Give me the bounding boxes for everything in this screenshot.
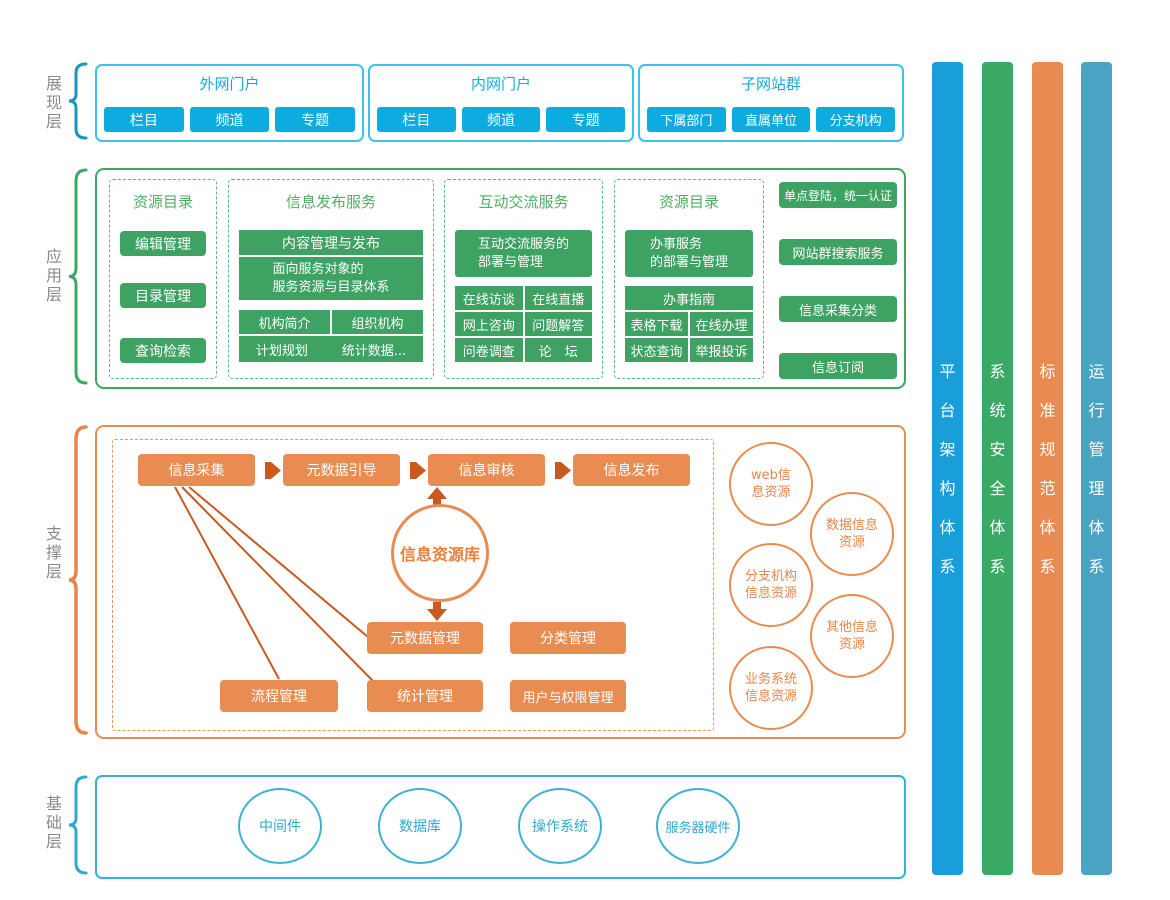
portal-item: 专题 — [546, 107, 626, 132]
grid-cell: 计划规划 — [255, 343, 308, 359]
pillar-label: 系统安全体系 — [989, 361, 1006, 576]
resource-circle: 其他信息 资源 — [810, 594, 894, 678]
app-item: 查询检索 — [120, 338, 206, 363]
grid-cell: 在线办理 — [690, 312, 753, 336]
portal-external: 外网门户 栏目 频道 专题 — [95, 64, 364, 142]
app-service: 单点登陆，统一认证 — [779, 182, 897, 208]
resource-circle: web信 息资源 — [729, 442, 813, 526]
pillar-system-security: 系统安全体系 — [982, 62, 1013, 875]
app-item: 编辑管理 — [120, 231, 206, 256]
portal-item: 专题 — [275, 107, 356, 132]
grid-cell: 问题解答 — [524, 312, 592, 336]
app-service: 网站群搜索服务 — [779, 239, 897, 265]
grid-cell: 统计数据... — [341, 343, 407, 359]
support-dashed-area — [112, 439, 714, 731]
mgmt-box: 统计管理 — [367, 680, 483, 712]
group-interact-service: 互动交流服务 互动交流服务的 部署与管理 在线访谈 在线直播 网上咨询 问题解答… — [444, 179, 603, 379]
flow-step: 信息发布 — [573, 454, 690, 486]
grid-header: 办事指南 — [625, 286, 753, 310]
affairs-grid: 办事指南 表格下载 在线办理 状态查询 举报投诉 — [625, 286, 753, 362]
pillar-label: 标准规范体系 — [1039, 361, 1056, 576]
app-service: 信息订阅 — [779, 353, 897, 379]
group-affairs-catalog: 资源目录 办事服务 的部署与管理 办事指南 表格下载 在线办理 状态查询 举报投… — [614, 179, 764, 379]
grid-row: 计划规划 统计数据... — [239, 336, 423, 362]
group-publish-service: 信息发布服务 内容管理与发布 面向服务对象的 服务资源与目录体系 机构简介 组织… — [228, 179, 434, 379]
mgmt-box: 流程管理 — [220, 680, 338, 712]
publish-row: 内容管理与发布 — [239, 230, 423, 255]
portal-item: 栏目 — [104, 107, 184, 132]
group-title: 互动交流服务 — [478, 193, 569, 211]
portal-title: 子网站群 — [740, 75, 801, 93]
publish-block: 内容管理与发布 面向服务对象的 服务资源与目录体系 — [239, 230, 423, 300]
grid-cell: 论 坛 — [524, 338, 592, 362]
flow-step: 信息审核 — [428, 454, 545, 486]
grid-cell: 在线访谈 — [455, 286, 523, 310]
pillar-platform-architecture: 平台架构体系 — [932, 62, 963, 875]
portal-item: 频道 — [189, 107, 270, 132]
foundation-circle: 数据库 — [378, 788, 462, 864]
portal-item: 栏目 — [377, 107, 456, 132]
pillar-operations: 运行管理体系 — [1081, 62, 1112, 875]
foundation-layer-box: 中间件 数据库 操作系统 服务器硬件 — [95, 775, 906, 879]
portal-item: 直属单位 — [731, 107, 811, 132]
group-title: 信息发布服务 — [285, 193, 376, 211]
grid-cell: 在线直播 — [524, 286, 592, 310]
grid-cell: 状态查询 — [625, 338, 688, 362]
support-connectors — [174, 462, 571, 682]
group-resource-catalog: 资源目录 编辑管理 目录管理 查询检索 — [109, 179, 217, 379]
foundation-circle: 中间件 — [238, 788, 322, 864]
brace-foundation — [68, 775, 88, 875]
publish-row: 面向服务对象的 服务资源与目录体系 — [239, 257, 423, 300]
publish-grid: 机构简介 组织机构 计划规划 统计数据... — [239, 310, 423, 362]
layer-label-application: 应用层 — [45, 247, 62, 304]
app-item: 目录管理 — [120, 283, 206, 308]
layer-label-foundation: 基础层 — [45, 794, 62, 851]
interact-block: 互动交流服务的 部署与管理 — [455, 230, 592, 277]
portal-buttons: 栏目 频道 专题 — [377, 107, 626, 132]
resource-circle: 数据信息 资源 — [810, 492, 894, 576]
brace-application — [68, 168, 88, 385]
portal-item: 分支机构 — [816, 107, 896, 132]
layer-label-support: 支撑层 — [45, 524, 62, 581]
layer-label-presentation: 展现层 — [45, 74, 62, 131]
interact-grid: 在线访谈 在线直播 网上咨询 问题解答 问卷调查 论 坛 — [455, 286, 592, 362]
pillar-label: 运行管理体系 — [1088, 361, 1105, 576]
affairs-block: 办事服务 的部署与管理 — [625, 230, 753, 277]
mgmt-box: 元数据管理 — [367, 622, 483, 654]
brace-presentation — [68, 62, 88, 140]
grid-cell: 举报投诉 — [690, 338, 753, 362]
application-layer-box: 资源目录 编辑管理 目录管理 查询检索 信息发布服务 内容管理与发布 面向服务对… — [95, 168, 906, 389]
portal-item: 频道 — [461, 107, 541, 132]
foundation-circle: 操作系统 — [518, 788, 602, 864]
group-title: 资源目录 — [658, 193, 719, 211]
grid-cell: 问卷调查 — [455, 338, 523, 362]
portal-title: 外网门户 — [199, 75, 260, 93]
grid-cell: 表格下载 — [625, 312, 688, 336]
support-layer-box: 信息采集 元数据引导 信息审核 信息发布 信息资源库 元数据管理 分类管理 流程… — [95, 425, 906, 739]
pillar-standards: 标准规范体系 — [1032, 62, 1063, 875]
portal-subsites: 子网站群 下属部门 直属单位 分支机构 — [638, 64, 904, 142]
portal-buttons: 栏目 频道 专题 — [104, 107, 356, 132]
resource-circle: 分支机构 信息资源 — [729, 543, 813, 627]
group-title: 资源目录 — [132, 193, 193, 211]
app-service: 信息采集分类 — [779, 296, 897, 322]
resource-circle: 业务系统 信息资源 — [729, 646, 813, 730]
mgmt-box: 用户与权限管理 — [510, 680, 626, 712]
flow-step: 元数据引导 — [283, 454, 400, 486]
mgmt-box: 分类管理 — [510, 622, 626, 654]
pillar-label: 平台架构体系 — [939, 361, 956, 576]
portal-buttons: 下属部门 直属单位 分支机构 — [647, 107, 896, 132]
grid-cell: 机构简介 — [239, 310, 330, 334]
brace-support — [68, 425, 88, 735]
flow-step: 信息采集 — [138, 454, 255, 486]
info-repository-circle: 信息资源库 — [391, 504, 489, 602]
grid-cell: 网上咨询 — [455, 312, 523, 336]
portal-title: 内网门户 — [470, 75, 531, 93]
foundation-circle: 服务器硬件 — [656, 788, 740, 864]
portal-item: 下属部门 — [647, 107, 726, 132]
grid-cell: 组织机构 — [332, 310, 423, 334]
portal-internal: 内网门户 栏目 频道 专题 — [368, 64, 634, 142]
